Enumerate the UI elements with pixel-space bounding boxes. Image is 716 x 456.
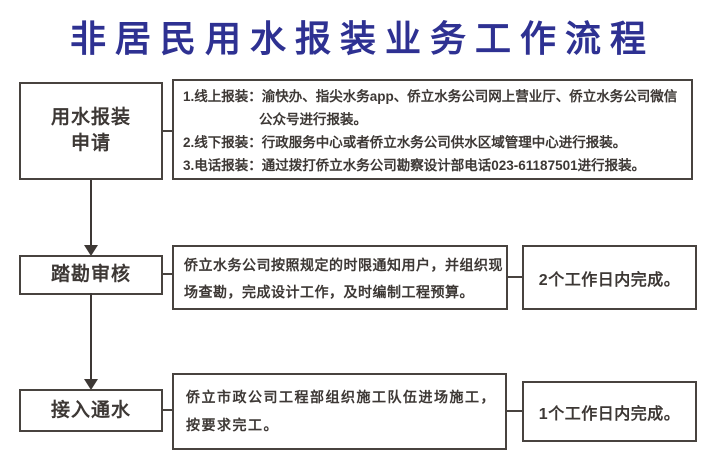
detail-box-survey: 侨立水务公司按照规定的时限通知用户，并组织现 场查勘，完成设计工作，及时编制工程… xyxy=(172,245,508,310)
detail-apply-line-1: 1.线上报装：渝快办、指尖水务app、侨立水务公司网上营业厅、侨立水务公司微信 xyxy=(183,89,678,104)
step-label-apply-line2: 申请 xyxy=(70,133,111,154)
detail-survey-line-1: 侨立水务公司按照规定的时限通知用户，并组织现 xyxy=(184,257,503,273)
detail-box-apply: 1.线上报装：渝快办、指尖水务app、侨立水务公司网上营业厅、侨立水务公司微信 … xyxy=(172,79,693,180)
detail-connect-line-2: 按要求完工。 xyxy=(186,417,279,433)
step-box-apply: 用水报装 申请 xyxy=(19,82,163,180)
duration-connect-text: 1个工作日内完成。 xyxy=(538,405,681,423)
detail-survey-line-2: 场查勘，完成设计工作，及时编制工程预算。 xyxy=(184,284,474,300)
flow-arrow-line-2 xyxy=(90,293,92,380)
page-title: 非居民用水报装业务工作流程 xyxy=(69,18,655,59)
arrow-down-icon xyxy=(84,245,98,256)
duration-box-connect: 1个工作日内完成。 xyxy=(522,381,697,442)
detail-connect-line-1: 侨立市政公司工程部组织施工队伍进场施工， xyxy=(186,389,496,405)
connector-survey-detail xyxy=(162,273,173,275)
step-label-apply-line1: 用水报装 xyxy=(50,107,131,128)
connector-survey-duration xyxy=(507,276,523,278)
duration-box-survey: 2个工作日内完成。 xyxy=(522,245,697,310)
step-label-survey: 踏勘审核 xyxy=(50,264,131,285)
step-box-survey: 踏勘审核 xyxy=(19,255,163,295)
step-label-connect: 接入通水 xyxy=(50,399,131,421)
arrow-down-icon xyxy=(84,379,98,390)
flow-arrow-line-1 xyxy=(90,180,92,246)
detail-apply-line-2: 公众号进行报装。 xyxy=(259,112,367,127)
step-box-connect: 接入通水 xyxy=(19,389,163,432)
detail-box-connect: 侨立市政公司工程部组织施工队伍进场施工， 按要求完工。 xyxy=(172,373,507,450)
detail-apply-line-3: 2.线下报装：行政服务中心或者侨立水务公司供水区域管理中心进行报装。 xyxy=(183,135,627,150)
connector-connect-duration xyxy=(505,410,523,412)
connector-apply-detail xyxy=(162,130,173,132)
duration-survey-text: 2个工作日内完成。 xyxy=(538,271,681,289)
detail-apply-line-4: 3.电话报装：通过拨打侨立水务公司勘察设计部电话023-61187501进行报装… xyxy=(183,158,646,173)
connector-connect-detail xyxy=(162,409,173,411)
